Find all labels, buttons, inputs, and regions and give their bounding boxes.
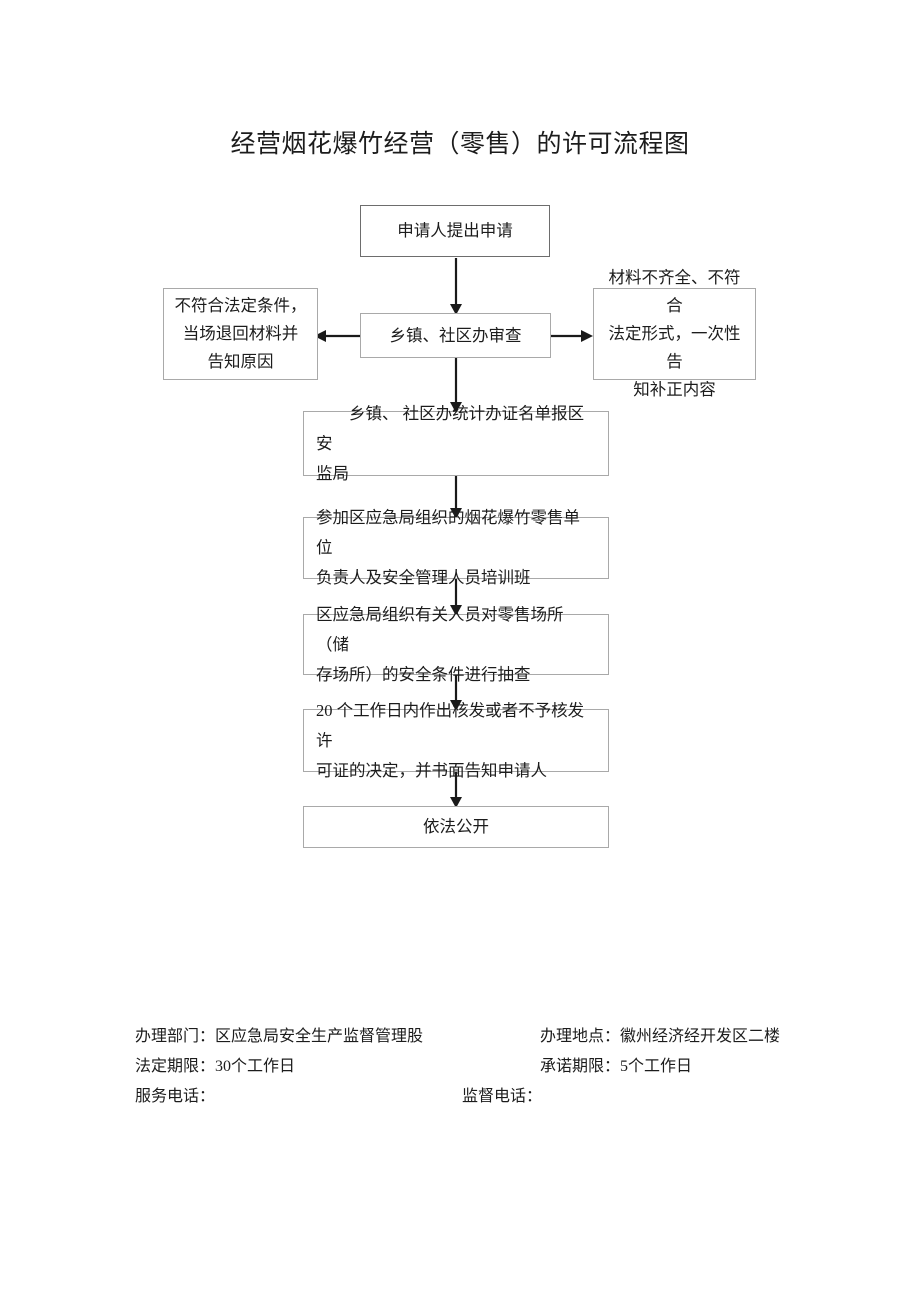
- footer-meta: 办理部门：区应急局安全生产监督管理股 办理地点：徽州经济经开发区二楼 法定期限：…: [0, 1022, 920, 1112]
- flow-node-report-line-1: 乡镇、 社区办统计办证名单报区安: [316, 403, 585, 453]
- arrowhead-down-review: [450, 304, 462, 315]
- flow-node-training-line-2: 负责人及安全管理人员培训班: [316, 568, 531, 587]
- meta-legal-period-label: 法定期限：: [135, 1058, 216, 1075]
- flow-node-decision[interactable]: 20 个工作日内作出核发或者不予核发许 可证的决定，并书面告知申请人: [303, 701, 609, 780]
- arrowhead-down-report: [450, 402, 462, 413]
- meta-location-value: 徽州经济经开发区二楼: [620, 1028, 781, 1045]
- flow-node-training-text: 参加区应急局组织的烟花爆竹零售单位 负责人及安全管理人员培训班: [304, 503, 608, 593]
- arrowhead-down-decision: [450, 700, 462, 711]
- flowchart: 申请人提出申请 不符合法定条件， 当场退回材料并 告知原因 乡镇、社区办审查 材…: [163, 205, 756, 848]
- arrowhead-down-inspect: [450, 605, 462, 616]
- flow-node-reject-line-2: 当场退回材料并: [182, 324, 299, 343]
- flow-node-review-label: 乡镇、社区办审查: [389, 325, 522, 345]
- meta-department: 办理部门：区应急局安全生产监督管理股: [135, 1022, 423, 1052]
- flow-node-inspect-text: 区应急局组织有关人员对零售场所（储 存场所）的安全条件进行抽查: [304, 600, 608, 690]
- meta-legal-period: 法定期限：30个工作日: [135, 1052, 295, 1082]
- flowchart-connectors: [314, 258, 593, 808]
- flow-node-reject-line-3: 告知原因: [207, 352, 274, 371]
- meta-service-phone-label: 服务电话：: [135, 1088, 216, 1105]
- flow-node-decision-text: 20 个工作日内作出核发或者不予核发许 可证的决定，并书面告知申请人: [304, 696, 608, 786]
- flow-node-review[interactable]: 乡镇、社区办审查: [360, 313, 551, 358]
- flow-node-reject[interactable]: 不符合法定条件， 当场退回材料并 告知原因: [163, 288, 318, 380]
- flow-node-training-line-1: 参加区应急局组织的烟花爆竹零售单位: [316, 508, 580, 557]
- meta-supervision-phone-label: 监督电话：: [462, 1088, 543, 1105]
- flow-node-incomplete-line-2: 法定形式，一次性告: [608, 324, 741, 371]
- flow-node-publish[interactable]: 依法公开: [303, 806, 609, 848]
- meta-location-label: 办理地点：: [540, 1028, 621, 1045]
- meta-legal-period-value: 30个工作日: [215, 1058, 296, 1075]
- flow-node-incomplete-line-3: 知补正内容: [633, 380, 716, 399]
- flow-node-inspect-line-1: 区应急局组织有关人员对零售场所（储: [316, 604, 564, 654]
- arrowhead-down-publish: [450, 797, 462, 808]
- meta-promised-period: 承诺期限：5个工作日: [540, 1052, 692, 1082]
- page-title: 经营烟花爆竹经营（零售）的许可流程图: [230, 131, 690, 158]
- flow-node-report-line-2: 监局: [316, 463, 349, 483]
- meta-location: 办理地点：徽州经济经开发区二楼: [540, 1022, 780, 1052]
- meta-row-legal-period: 法定期限：30个工作日 承诺期限：5个工作日: [0, 1052, 920, 1082]
- flow-node-decision-line-1: 20 个工作日内作出核发或者不予核发许: [316, 700, 585, 750]
- meta-department-label: 办理部门：: [135, 1028, 216, 1045]
- flow-node-publish-label: 依法公开: [423, 817, 489, 836]
- flow-node-training[interactable]: 参加区应急局组织的烟花爆竹零售单位 负责人及安全管理人员培训班: [303, 508, 609, 587]
- flow-node-apply-label: 申请人提出申请: [397, 221, 513, 240]
- flow-node-incomplete-text: 材料不齐全、不符合 法定形式，一次性告 知补正内容: [594, 264, 755, 404]
- flow-node-reject-line-1: 不符合法定条件，: [174, 296, 307, 315]
- meta-row-phones: 服务电话： 监督电话：: [0, 1082, 920, 1112]
- flow-node-decision-line-2: 可证的决定，并书面告知申请人: [316, 760, 547, 780]
- flow-node-reject-text: 不符合法定条件， 当场退回材料并 告知原因: [164, 292, 317, 376]
- flow-node-apply[interactable]: 申请人提出申请: [360, 205, 550, 257]
- flow-node-incomplete[interactable]: 材料不齐全、不符合 法定形式，一次性告 知补正内容: [593, 268, 756, 399]
- arrowhead-left-reject: [314, 330, 326, 342]
- flow-node-inspect-line-2: 存场所）的安全条件进行抽查: [316, 664, 531, 684]
- meta-promised-period-value: 5个工作日: [620, 1058, 693, 1075]
- flow-node-inspect[interactable]: 区应急局组织有关人员对零售场所（储 存场所）的安全条件进行抽查: [303, 605, 609, 684]
- meta-row-department: 办理部门：区应急局安全生产监督管理股 办理地点：徽州经济经开发区二楼: [0, 1022, 920, 1052]
- meta-service-phone: 服务电话：: [135, 1082, 215, 1112]
- flow-node-incomplete-line-1: 材料不齐全、不符合: [608, 268, 741, 315]
- arrowhead-down-training: [450, 508, 462, 519]
- meta-promised-period-label: 承诺期限：: [540, 1058, 621, 1075]
- meta-supervision-phone: 监督电话：: [462, 1082, 542, 1112]
- flow-node-report[interactable]: 乡镇、 社区办统计办证名单报区安 监局: [303, 404, 609, 483]
- meta-department-value: 区应急局安全生产监督管理股: [215, 1028, 424, 1045]
- arrowhead-right-incomplete: [581, 330, 593, 342]
- flow-node-report-text: 乡镇、 社区办统计办证名单报区安 监局: [304, 399, 608, 489]
